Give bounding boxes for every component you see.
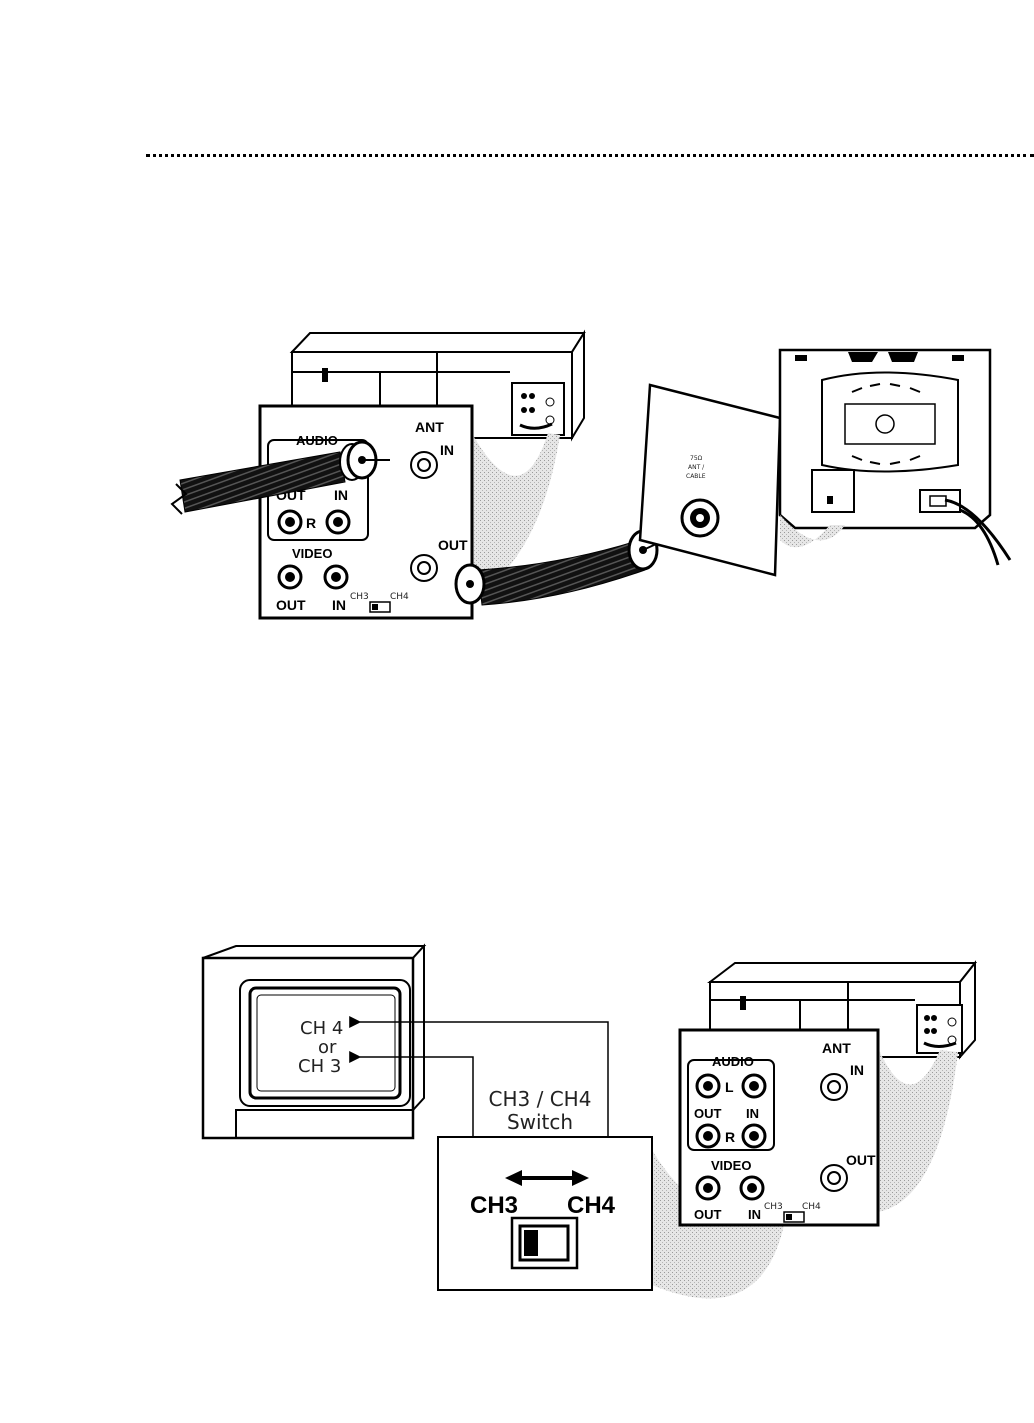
screen-or: or	[318, 1037, 337, 1058]
ch4-label: CH4	[390, 592, 409, 602]
video-in-label-2: IN	[748, 1207, 761, 1222]
video-out-label-2: OUT	[694, 1207, 722, 1222]
plate-text-1: 75Ω	[690, 455, 703, 462]
switch-title-line1: CH3 / CH4	[489, 1087, 592, 1111]
figure-2-channel-switch: CH 4 or CH 3 CH3 / CH4 Switch CH3 CH4	[203, 946, 975, 1299]
r-label: R	[306, 515, 316, 531]
ant-out-label-2: OUT	[846, 1152, 876, 1168]
audio-label: AUDIO	[296, 433, 338, 448]
ant-label: ANT	[415, 419, 444, 435]
panel-zoom-shadow	[878, 1048, 958, 1212]
screen-ch3: CH 3	[298, 1056, 341, 1077]
vcr-back-panel: AUDIO ANT IN OUT IN R VIDEO OUT IN CH3 C…	[260, 406, 472, 618]
ant-in-label: IN	[440, 442, 454, 458]
audio-label-2: AUDIO	[712, 1054, 754, 1069]
video-label-2: VIDEO	[711, 1158, 751, 1173]
screen-ch4: CH 4	[300, 1018, 343, 1039]
ant-in-label-2: IN	[850, 1062, 864, 1078]
plate-text-2: ANT /	[688, 464, 705, 471]
switch-lever	[524, 1230, 538, 1256]
ch3-label-2: CH3	[764, 1202, 783, 1212]
ch3-label: CH3	[350, 592, 369, 602]
audio-in-label: IN	[334, 487, 348, 503]
vcr-back-panel-2: AUDIO ANT IN L OUT IN R OUT VIDEO	[680, 1030, 878, 1225]
tv-front: CH 4 or CH 3	[203, 946, 424, 1138]
plate-text-3: CABLE	[686, 473, 706, 480]
r-label-2: R	[725, 1129, 735, 1145]
switch-ch4-label: CH4	[567, 1192, 616, 1219]
ch4-label-2: CH4	[802, 1202, 821, 1212]
audio-out-label-2: OUT	[694, 1106, 722, 1121]
ant-out-label: OUT	[438, 537, 468, 553]
video-in-label: IN	[332, 597, 346, 613]
tv-back	[780, 350, 1010, 565]
switch-title-line2: Switch	[507, 1110, 573, 1134]
audio-in-label-2: IN	[746, 1106, 759, 1121]
ant-label-2: ANT	[822, 1040, 851, 1056]
switch-enlargement: CH3 CH4	[438, 1137, 652, 1290]
tv-antenna-plate: 75Ω ANT / CABLE	[640, 385, 780, 575]
l-label: L	[725, 1079, 734, 1095]
video-label: VIDEO	[292, 546, 332, 561]
switch-ch3-label: CH3	[470, 1192, 518, 1219]
video-out-label: OUT	[276, 597, 306, 613]
figure-1-hookup: AUDIO ANT IN OUT IN R VIDEO OUT IN CH3 C…	[172, 333, 1010, 618]
